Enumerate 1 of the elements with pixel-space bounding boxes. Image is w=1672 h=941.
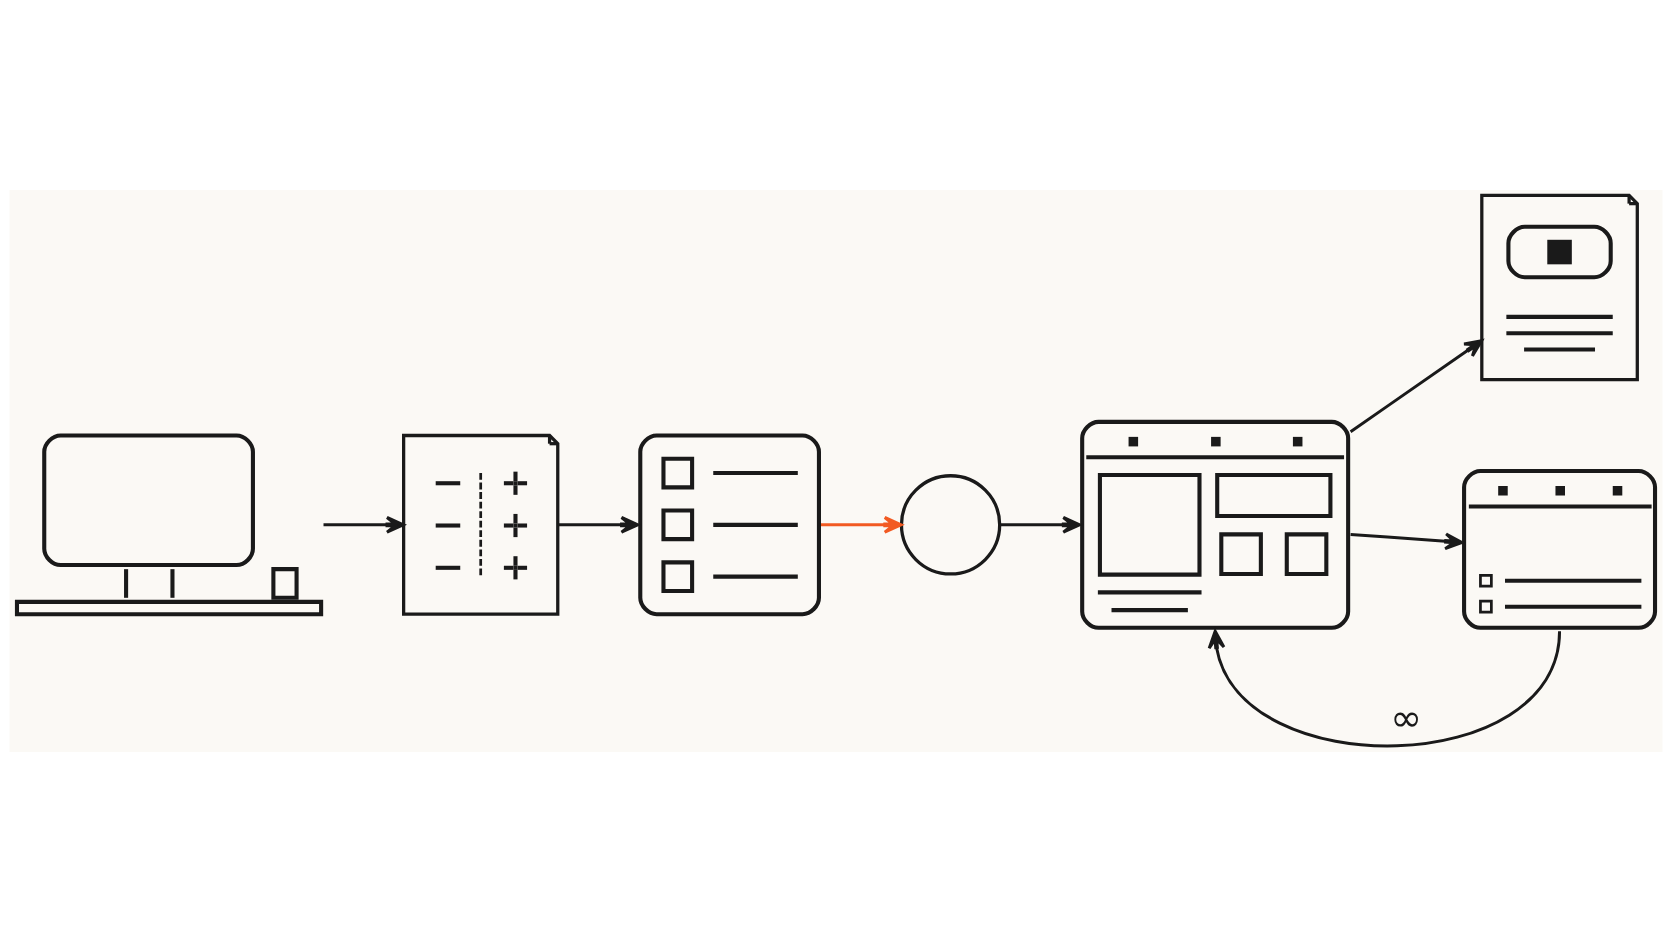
edge-label: ∞ — [1390, 695, 1423, 740]
